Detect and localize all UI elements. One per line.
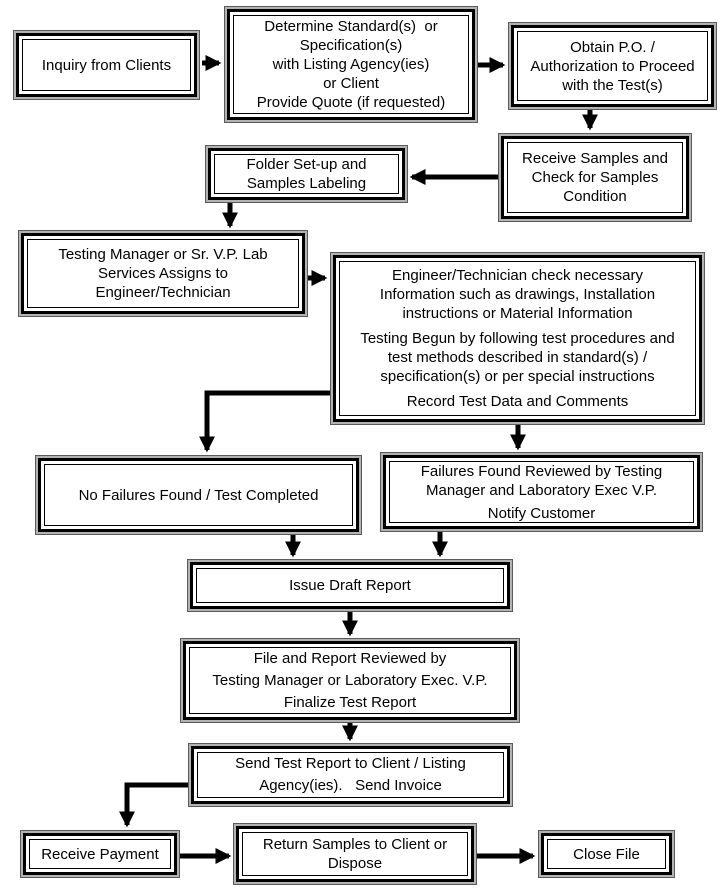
flow-node-receive-payment: Receive Payment (29, 839, 171, 869)
node-line: with Listing Agency(ies) (272, 56, 430, 73)
node-line: Testing Manager or Sr. V.P. Lab (58, 246, 268, 263)
node-line: Engineer/Technician check necessary (392, 267, 643, 284)
flow-node-receive-samples: Receive Samples and Check for Samples Co… (507, 142, 683, 213)
node-line: Authorization to Proceed (530, 57, 695, 75)
node-line: test methods described in standard(s) / (387, 349, 648, 366)
node-line: or Client (323, 75, 379, 92)
flow-node-perform-testing: Engineer/Technician check necessary Info… (339, 261, 696, 416)
node-line: Obtain P.O. / (570, 38, 655, 56)
node-line: Information such as drawings, Installati… (379, 286, 656, 303)
node-line: Folder Set-up and (246, 156, 367, 173)
node-line: Notify Customer (487, 504, 596, 522)
flow-node-send-test-report: Send Test Report to Client / Listing Age… (197, 752, 504, 798)
node-line: instructions or Material Information (402, 305, 633, 322)
flow-node-inquiry: Inquiry from Clients (22, 39, 191, 91)
node-line: Close File (573, 845, 640, 863)
node-line: Issue Draft Report (289, 577, 411, 594)
node-line: Engineer/Technician (95, 284, 231, 301)
node-line: Specification(s) (299, 37, 403, 54)
node-line: Determine Standard(s) or (264, 18, 438, 35)
node-line: Failures Found Reviewed by Testing (420, 462, 663, 480)
flow-node-obtain-po: Obtain P.O. / Authorization to Proceed w… (517, 31, 708, 101)
flow-node-file-report-review: File and Report Reviewed by Testing Mana… (189, 647, 511, 714)
node-line: Services Assigns to (97, 265, 229, 282)
arrow-send-report-to-payment (118, 782, 189, 828)
flow-node-issue-draft-report: Issue Draft Report (196, 568, 504, 603)
flow-node-assign-engineer: Testing Manager or Sr. V.P. Lab Services… (27, 239, 299, 308)
node-line: Inquiry from Clients (41, 56, 172, 74)
node-line: Dispose (327, 855, 383, 872)
flow-node-failures-found: Failures Found Reviewed by Testing Manag… (389, 461, 694, 523)
node-line: Check for Samples (531, 169, 659, 186)
node-line: Receive Samples and (522, 150, 668, 167)
flow-node-close-file: Close File (547, 839, 666, 869)
node-line: Testing Manager or Laboratory Exec. V.P. (212, 671, 488, 689)
node-line: Provide Quote (if requested) (256, 94, 446, 111)
node-line: File and Report Reviewed by (253, 649, 447, 667)
flow-node-folder-setup: Folder Set-up and Samples Labeling (214, 154, 399, 194)
node-line: Record Test Data and Comments (406, 393, 629, 410)
node-line: with the Test(s) (562, 76, 663, 94)
node-line: Finalize Test Report (283, 693, 417, 711)
node-line: Manager and Laboratory Exec V.P. (426, 481, 657, 499)
node-line: Condition (563, 188, 627, 205)
flow-node-return-samples: Return Samples to Client or Dispose (242, 832, 468, 876)
node-line: Return Samples to Client or (262, 836, 448, 853)
node-line: Samples Labeling (246, 175, 367, 192)
flow-node-no-failures: No Failures Found / Test Completed (44, 464, 353, 526)
node-line: No Failures Found / Test Completed (78, 486, 319, 504)
node-line: Agency(ies). Send Invoice (259, 777, 442, 794)
flow-node-determine-standard: Determine Standard(s) or Specification(s… (233, 15, 469, 114)
node-line: Testing Begun by following test procedur… (360, 330, 675, 347)
node-line: specification(s) or per special instruct… (380, 368, 655, 385)
arrow-testing-to-no-failures (198, 390, 331, 453)
node-line: Receive Payment (41, 845, 159, 863)
node-line: Send Test Report to Client / Listing (235, 755, 466, 772)
